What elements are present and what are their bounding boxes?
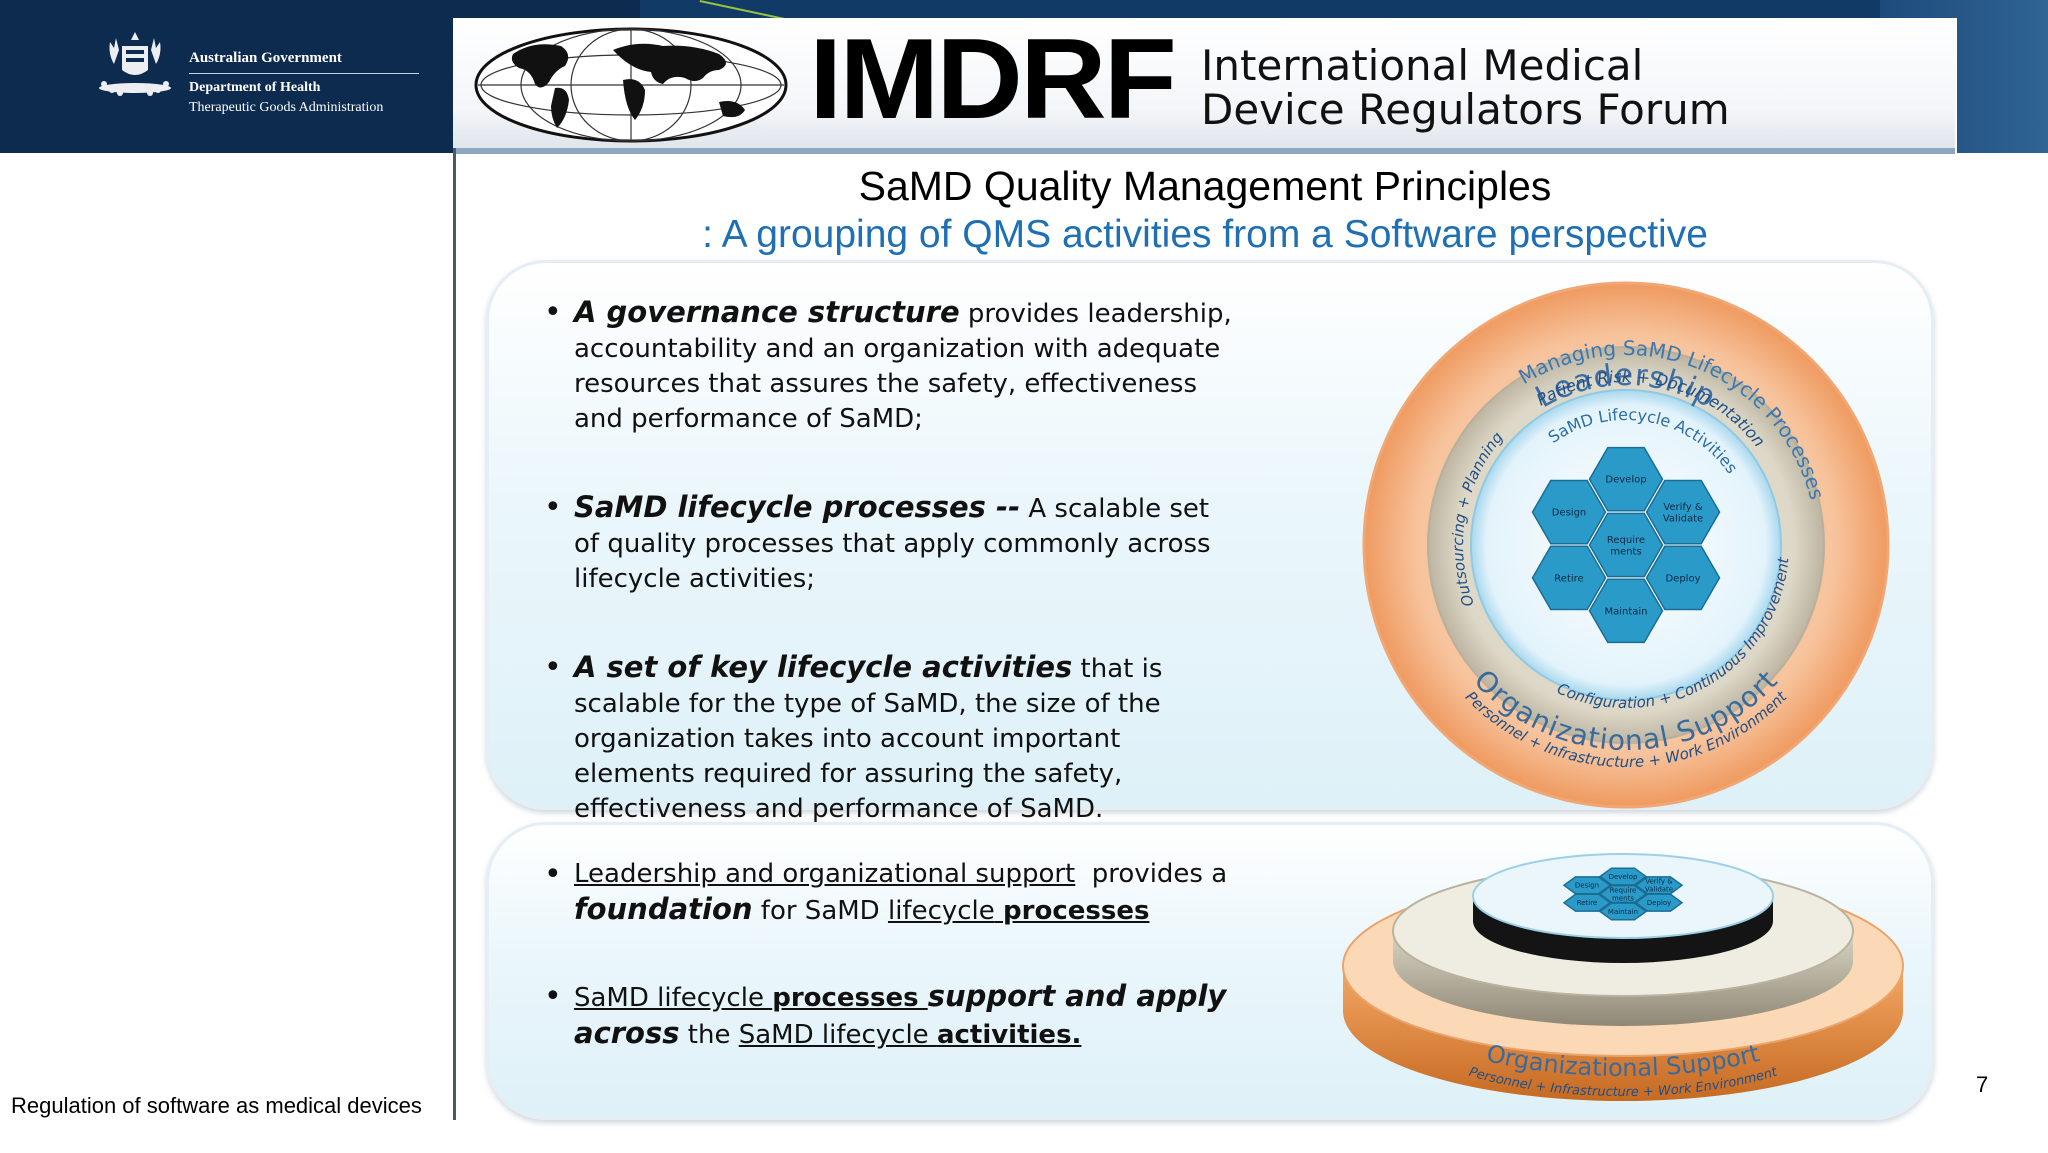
bullet-underlined: Leadership and organizational support (574, 859, 1076, 889)
bullet-text: for SaMD (752, 896, 888, 926)
slide-subtitle: : A grouping of QMS activities from a So… (702, 213, 1708, 256)
hex-tile (1531, 479, 1607, 545)
hex-tile (1645, 545, 1721, 611)
hex-label: Require (1607, 535, 1645, 546)
list-item: SaMD lifecycle processes -- A scalable s… (544, 490, 1234, 597)
hex-label: ments (1610, 546, 1641, 557)
qms-wheel-diagram: Leadership Managing SaMD Lifecycle Proce… (1362, 281, 1890, 809)
hex-label: Retire (1577, 899, 1598, 907)
government-logo: Australian Government Department of Heal… (90, 30, 430, 120)
hex-label: Design (1575, 882, 1599, 890)
gov-divider (189, 73, 419, 74)
principles-list: A governance structure provides leadersh… (544, 295, 1234, 880)
imdrf-name-line1: International Medical (1201, 41, 1644, 90)
world-map-icon (474, 27, 788, 143)
hex-label: Develop (1609, 873, 1638, 881)
imdrf-acronym: IMDRF (809, 15, 1177, 143)
hex-label: Deploy (1647, 899, 1672, 907)
list-item: SaMD lifecycle processes support and app… (544, 979, 1244, 1053)
hex-tile (1588, 578, 1664, 644)
bullet-underlined-bold: processes (772, 983, 928, 1013)
hex-label: Verify & (1645, 878, 1673, 886)
hex-label: Validate (1663, 513, 1703, 524)
bullet-lead: SaMD lifecycle processes -- (574, 490, 1021, 524)
bullet-emphasis: support and apply across (574, 979, 1227, 1050)
page-number: 7 (1976, 1072, 1989, 1097)
imdrf-name-line2: Device Regulators Forum (1201, 85, 1730, 134)
hex-label: Verify & (1663, 502, 1703, 513)
hex-label: Maintain (1604, 606, 1647, 617)
slide-left-rule (453, 148, 456, 1120)
hex-tile (1645, 479, 1721, 545)
list-item: A set of key lifecycle activities that i… (544, 650, 1234, 827)
hex-tile (1562, 893, 1612, 912)
slide: IMDRF International Medical Device Regul… (453, 18, 1957, 1153)
imdrf-fullname: International Medical Device Regulators … (1201, 44, 1730, 132)
list-item: A governance structure provides leadersh… (544, 295, 1234, 437)
bullet-lead: A governance structure (574, 295, 960, 329)
hex-label: Validate (1645, 886, 1673, 894)
slide-title: SaMD Quality Management Principles (858, 163, 1552, 209)
gov-agency: Therapeutic Goods Administration (189, 100, 384, 115)
bullet-text: provides a (1075, 859, 1236, 889)
gov-title: Australian Government (189, 50, 342, 66)
footer-text: Regulation of software as medical device… (11, 1093, 422, 1118)
hex-label: Design (1552, 508, 1587, 519)
hex-label: Deploy (1665, 573, 1700, 584)
hex-tile (1531, 545, 1607, 611)
bullet-text: the (679, 1020, 739, 1050)
bullet-underlined: lifecycle (887, 896, 995, 926)
bullet-underlined-bold: processes (1003, 896, 1150, 926)
hex-tile (1588, 446, 1664, 512)
hex-label: Develop (1605, 475, 1646, 486)
list-item: Leadership and organizational support pr… (544, 857, 1244, 929)
bullet-lead: A set of key lifecycle activities (574, 650, 1073, 684)
coat-of-arms-icon (99, 32, 171, 96)
hex-tile (1598, 902, 1648, 921)
imdrf-header: IMDRF International Medical Device Regul… (453, 18, 1955, 154)
bullet-underlined: SaMD lifecycle (574, 983, 773, 1013)
bullet-underlined-bold: activities. (936, 1020, 1082, 1050)
bullet-text: that is scalable for the type of SaMD, t… (574, 654, 1163, 824)
hex-tile (1634, 893, 1684, 912)
hex-label: Maintain (1608, 908, 1638, 916)
foundation-list: Leadership and organizational support pr… (544, 857, 1244, 1103)
hex-label: ments (1612, 894, 1634, 902)
bullet-text: A scalable set of quality processes that… (574, 494, 1211, 594)
bullet-text: provides leadership, accountability and … (574, 299, 1232, 434)
gov-department: Department of Health (189, 80, 321, 95)
hex-label: Require (1610, 886, 1637, 894)
bullet-underlined: SaMD lifecycle (738, 1020, 937, 1050)
bullet-emphasis: foundation (574, 892, 753, 926)
hex-label: Retire (1554, 573, 1583, 584)
bullet-text (995, 896, 1003, 926)
hex-tile (1588, 512, 1664, 578)
